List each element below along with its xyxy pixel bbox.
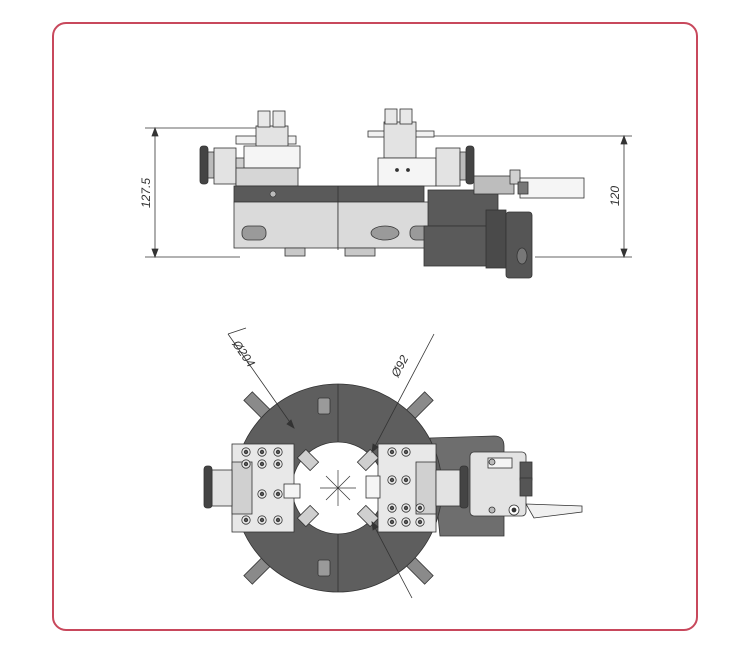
right-bracket — [473, 169, 585, 199]
drawing-frame — [52, 22, 698, 631]
height-right-label: 120 — [608, 186, 622, 206]
side-view: 127.5 120 — [139, 108, 632, 279]
dimension-inner-diameter — [371, 333, 435, 599]
left-bolt-assembly — [235, 110, 301, 187]
dimension-height-left — [145, 126, 260, 259]
top-view: Ø204 Ø92 — [203, 327, 583, 599]
right-clamp-block — [365, 443, 469, 533]
main-bar — [233, 185, 425, 203]
inner-jaws — [296, 448, 380, 528]
right-bolt-assembly — [367, 108, 475, 187]
bar-hole — [269, 190, 277, 198]
dimension-outer-diameter — [227, 327, 295, 429]
center-cross — [320, 470, 356, 506]
motor-block — [423, 189, 533, 279]
clamp-lugs — [243, 391, 434, 585]
dimension-height-right — [405, 134, 632, 259]
lower-body — [233, 201, 433, 257]
height-left-label: 127.5 — [139, 178, 153, 208]
inner-diameter-label: Ø92 — [388, 353, 412, 381]
left-clamp-block — [203, 443, 301, 533]
disc-slots — [317, 397, 331, 577]
